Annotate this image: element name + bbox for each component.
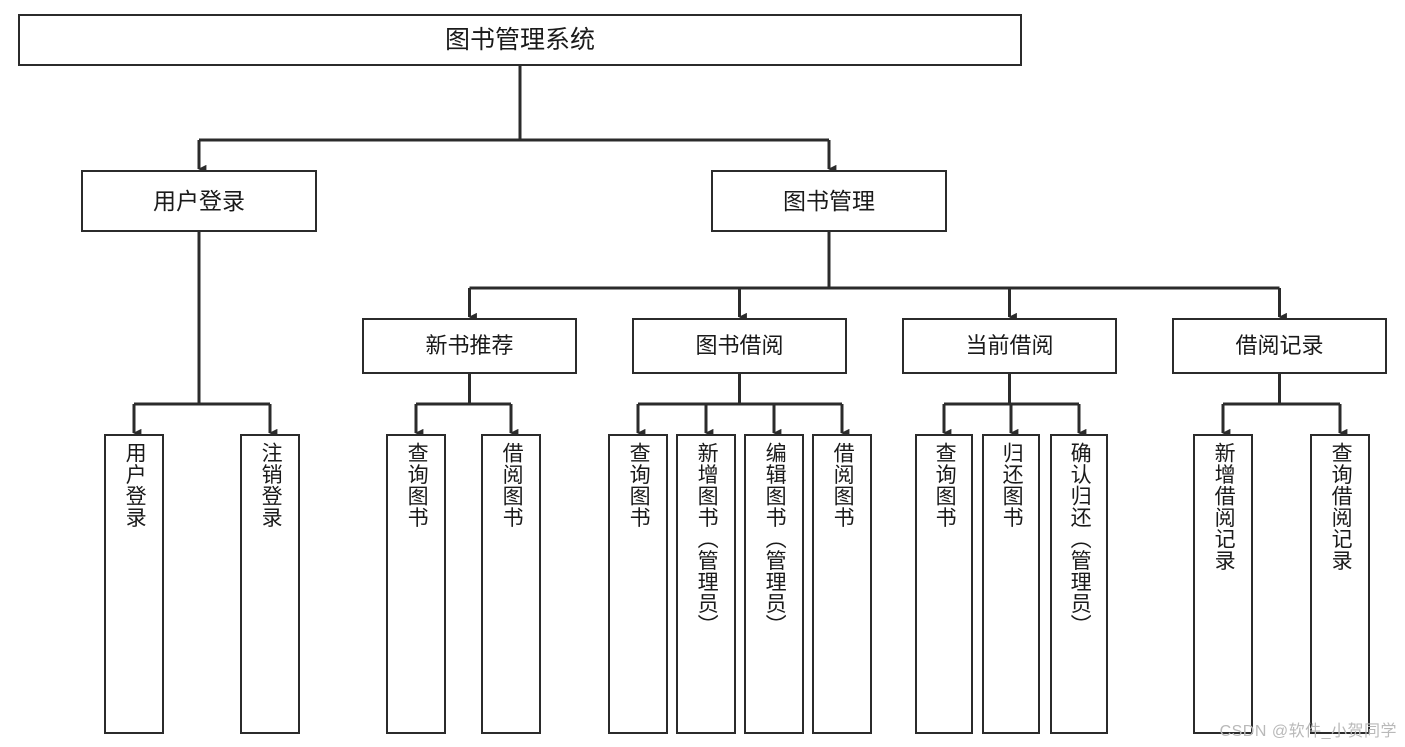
node-label-leaf-add-record: 新增借阅记录 <box>1212 442 1236 571</box>
node-label-leaf-logout: 注销登录 <box>259 442 283 528</box>
node-label-leaf-query-book-rec: 查询图书 <box>405 442 429 528</box>
node-label-leaf-query-record: 查询借阅记录 <box>1329 442 1353 571</box>
node-leaf-query-book-borrow[interactable]: 查询图书 <box>608 434 668 734</box>
node-leaf-query-book-rec[interactable]: 查询图书 <box>386 434 446 734</box>
node-leaf-logout[interactable]: 注销登录 <box>240 434 300 734</box>
node-book-borrow[interactable]: 图书借阅 <box>632 318 847 374</box>
node-leaf-return-book[interactable]: 归还图书 <box>982 434 1040 734</box>
node-label-new-book-rec: 新书推荐 <box>425 333 514 358</box>
node-label-leaf-add-book: 新增图书（管理员） <box>695 442 719 636</box>
node-current-borrow[interactable]: 当前借阅 <box>902 318 1117 374</box>
node-label-borrow-record: 借阅记录 <box>1235 333 1324 358</box>
node-leaf-query-book-cur[interactable]: 查询图书 <box>915 434 973 734</box>
node-new-book-rec[interactable]: 新书推荐 <box>362 318 577 374</box>
node-label-leaf-query-book-cur: 查询图书 <box>933 442 957 528</box>
node-label-leaf-edit-book: 编辑图书（管理员） <box>763 442 787 636</box>
node-root[interactable]: 图书管理系统 <box>18 14 1022 66</box>
node-leaf-borrow-book-rec[interactable]: 借阅图书 <box>481 434 541 734</box>
node-leaf-edit-book[interactable]: 编辑图书（管理员） <box>744 434 804 734</box>
node-leaf-confirm-return[interactable]: 确认归还（管理员） <box>1050 434 1108 734</box>
node-label-root: 图书管理系统 <box>444 25 595 54</box>
node-label-leaf-query-book-borrow: 查询图书 <box>627 442 651 528</box>
node-label-leaf-borrow-book-rec: 借阅图书 <box>500 442 524 528</box>
node-label-book-manage: 图书管理 <box>783 187 875 214</box>
node-label-leaf-return-book: 归还图书 <box>1000 442 1024 528</box>
node-label-current-borrow: 当前借阅 <box>965 333 1054 358</box>
node-leaf-user-login[interactable]: 用户登录 <box>104 434 164 734</box>
node-label-leaf-confirm-return: 确认归还（管理员） <box>1068 442 1092 636</box>
node-leaf-query-record[interactable]: 查询借阅记录 <box>1310 434 1370 734</box>
node-leaf-borrow-book[interactable]: 借阅图书 <box>812 434 872 734</box>
node-book-manage[interactable]: 图书管理 <box>711 170 947 232</box>
node-user-login[interactable]: 用户登录 <box>81 170 317 232</box>
node-leaf-add-record[interactable]: 新增借阅记录 <box>1193 434 1253 734</box>
watermark-text: CSDN @软件_小贺同学 <box>1219 723 1397 740</box>
node-label-leaf-borrow-book: 借阅图书 <box>831 442 855 528</box>
node-leaf-add-book[interactable]: 新增图书（管理员） <box>676 434 736 734</box>
node-borrow-record[interactable]: 借阅记录 <box>1172 318 1387 374</box>
node-label-leaf-user-login: 用户登录 <box>123 442 147 528</box>
node-label-book-borrow: 图书借阅 <box>695 333 784 358</box>
node-label-user-login: 用户登录 <box>153 187 245 214</box>
